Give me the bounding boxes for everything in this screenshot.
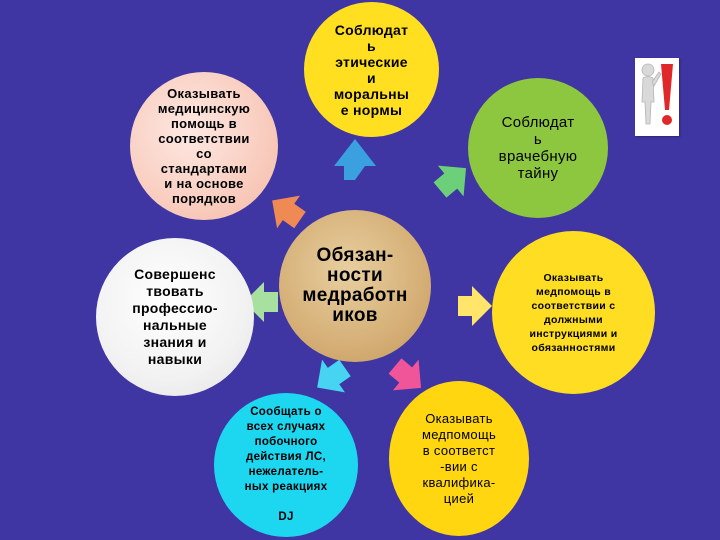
node-center-duties: Обязан- ности медработн иков: [279, 210, 431, 362]
node-standards: Оказывать медицинскую помощь в соответст…: [130, 72, 278, 220]
node-ethics: Соблюдат ь этические и моральны е нормы: [304, 2, 439, 137]
node-confidentiality: Соблюдат ь врачебную тайну: [468, 78, 608, 218]
arrow-up-left-icon: [272, 195, 306, 229]
arrow-down-right-icon: [388, 358, 422, 391]
node-qualification: Оказывать медпомощь в соответст -вии с к…: [389, 381, 529, 536]
node-skills-label: Совершенс твовать профессио- нальные зна…: [132, 266, 218, 367]
arrow-down-left-icon: [317, 359, 351, 393]
arrow-up-icon: [334, 139, 376, 180]
center-label: Обязан- ности медработн иков: [302, 245, 408, 326]
node-side-effects: Сообщать о всех случаях побочного действ…: [214, 393, 358, 537]
node-standards-label: Оказывать медицинскую помощь в соответст…: [157, 86, 251, 206]
node-instructions-label: Оказывать медпомощь в соответствии с дол…: [529, 271, 618, 354]
arrow-right-icon: [458, 286, 492, 326]
arrow-left-icon: [244, 282, 278, 322]
node-skills: Совершенс твовать профессио- нальные зна…: [96, 238, 254, 396]
figure-with-exclamation-icon: [635, 58, 679, 136]
arrow-up-right-icon: [433, 165, 467, 198]
node-side-effects-label: Сообщать о всех случаях побочного действ…: [244, 406, 328, 523]
node-ethics-label: Соблюдат ь этические и моральны е нормы: [333, 21, 410, 118]
node-confidentiality-label: Соблюдат ь врачебную тайну: [498, 114, 578, 182]
node-qualification-label: Оказывать медпомощь в соответст -вии с к…: [421, 410, 497, 506]
node-instructions: Оказывать медпомощь в соответствии с дол…: [492, 231, 655, 394]
